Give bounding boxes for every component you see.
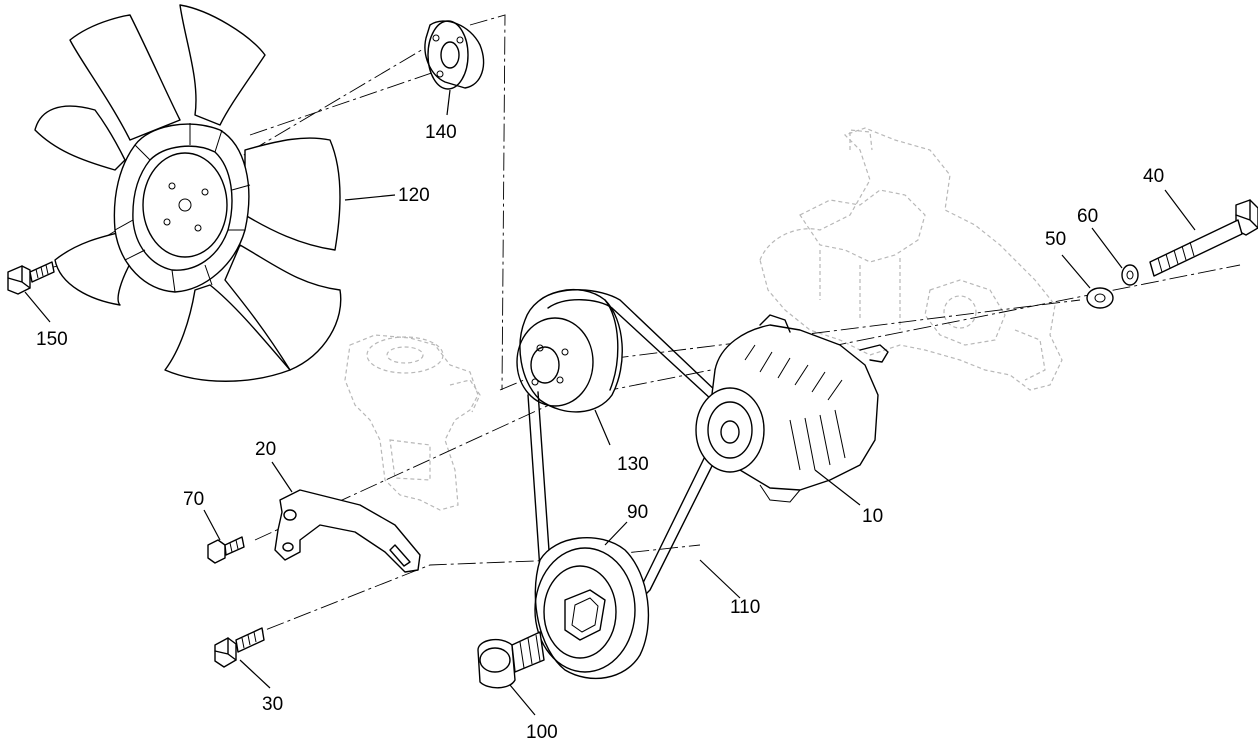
alternator-long-bolt bbox=[1149, 199, 1258, 277]
callout-150: 150 bbox=[36, 329, 68, 350]
thermostat-housing-ghost bbox=[344, 334, 481, 511]
cooling-fan bbox=[34, 4, 342, 382]
callout-60: 60 bbox=[1077, 206, 1098, 227]
callout-50: 50 bbox=[1045, 229, 1066, 250]
pivot-bolt bbox=[214, 627, 265, 668]
fan-bolt bbox=[7, 261, 55, 295]
callout-labels: 140 120 150 130 10 20 70 30 90 110 100 4… bbox=[36, 122, 1164, 740]
callout-10: 10 bbox=[862, 506, 883, 527]
callout-120: 120 bbox=[398, 185, 430, 206]
adjusting-bracket bbox=[274, 489, 421, 573]
alternator bbox=[695, 314, 889, 503]
engine-block-ghost bbox=[759, 127, 1063, 391]
callout-70: 70 bbox=[183, 489, 204, 510]
callout-90: 90 bbox=[627, 502, 648, 523]
bracket-bolt bbox=[207, 536, 245, 564]
callout-140: 140 bbox=[425, 122, 457, 143]
crankshaft-pulley bbox=[534, 537, 650, 680]
fan-spacer bbox=[424, 20, 485, 90]
lock-washer bbox=[1121, 264, 1139, 286]
callout-40: 40 bbox=[1143, 166, 1164, 187]
flat-washer bbox=[1086, 287, 1114, 309]
water-pump-pulley bbox=[516, 288, 623, 413]
callout-100: 100 bbox=[526, 722, 558, 740]
callout-110: 110 bbox=[730, 597, 760, 618]
callout-20: 20 bbox=[255, 439, 276, 460]
callout-30: 30 bbox=[262, 694, 283, 715]
crankshaft-pulley-bolt bbox=[477, 631, 545, 689]
leader-lines bbox=[24, 89, 1196, 716]
callout-130: 130 bbox=[617, 454, 649, 475]
